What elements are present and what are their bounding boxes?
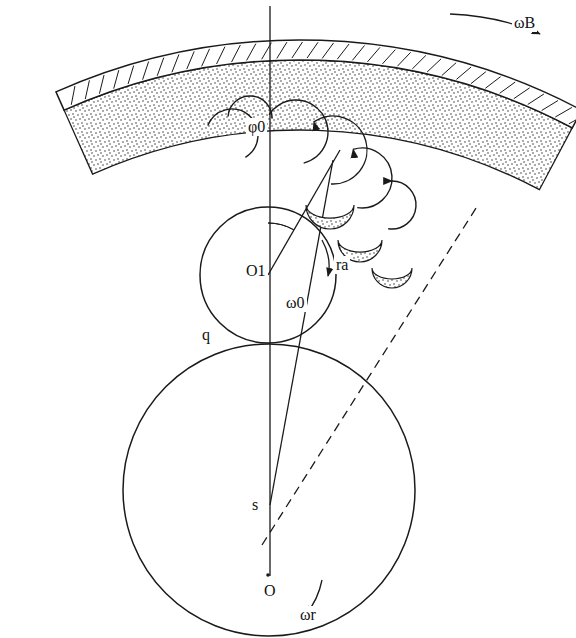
hatch-line bbox=[569, 115, 576, 124]
hatch-line bbox=[217, 47, 225, 64]
sand-crescent bbox=[372, 268, 412, 288]
rotation-arrow bbox=[450, 14, 540, 34]
hatch-line bbox=[99, 75, 104, 94]
hatch-line bbox=[352, 45, 364, 60]
point-label: q bbox=[200, 326, 212, 344]
hatch-line bbox=[85, 80, 89, 99]
dashed-line bbox=[262, 205, 478, 545]
hatch-line bbox=[247, 44, 256, 61]
casing bbox=[56, 40, 576, 190]
speed-label: ωB bbox=[512, 14, 537, 32]
hatch-line bbox=[542, 101, 558, 111]
hatch-line bbox=[442, 63, 456, 76]
hatch-line bbox=[397, 52, 410, 66]
trajectory-loop bbox=[353, 148, 392, 208]
hatch-line bbox=[427, 59, 441, 72]
hatch-line bbox=[187, 51, 194, 69]
speed-label: ω0 bbox=[284, 294, 307, 312]
point-label: s bbox=[250, 496, 260, 514]
hatch-line bbox=[292, 42, 303, 58]
trajectory-loop bbox=[314, 116, 367, 184]
centre-label: O bbox=[262, 582, 278, 600]
speed-label: ωr bbox=[298, 606, 318, 624]
hatch-line bbox=[412, 55, 426, 69]
hatch-line bbox=[500, 82, 516, 93]
hatch-line bbox=[382, 50, 395, 64]
casing-wall bbox=[56, 40, 576, 128]
sand-crescent bbox=[306, 205, 354, 229]
hatch-line bbox=[471, 72, 486, 84]
trajectory-loop bbox=[269, 100, 328, 163]
centre-label: O1 bbox=[244, 262, 268, 280]
trajectory-loop bbox=[388, 181, 416, 229]
angle-arc bbox=[268, 223, 294, 230]
hatch-line bbox=[128, 66, 134, 84]
hatch-line bbox=[555, 107, 572, 117]
hatch-line bbox=[202, 49, 210, 66]
hatch-line bbox=[232, 45, 241, 62]
hatch-line bbox=[367, 47, 380, 62]
hatch-line bbox=[322, 43, 333, 58]
hatch-line bbox=[277, 42, 287, 58]
hatch-line bbox=[172, 54, 179, 72]
main-roll bbox=[123, 344, 415, 636]
hatch-line bbox=[456, 67, 471, 79]
hatch-line bbox=[485, 77, 500, 89]
hatch-line bbox=[337, 44, 349, 59]
hatch-line bbox=[528, 94, 544, 104]
angle-line bbox=[268, 150, 340, 275]
hatch-line bbox=[307, 42, 318, 58]
radius-label: ra bbox=[334, 256, 350, 274]
radius-line bbox=[270, 160, 333, 505]
trajectory-loop bbox=[228, 96, 272, 119]
hatch-line bbox=[114, 70, 119, 89]
axis-line bbox=[269, 6, 270, 576]
hatch-line bbox=[143, 61, 149, 79]
rotation-arrow bbox=[322, 240, 329, 276]
hatch-line bbox=[157, 58, 164, 76]
hatch-line bbox=[514, 88, 530, 99]
hatch-line bbox=[71, 86, 75, 105]
angle-label: φ0 bbox=[246, 118, 267, 136]
centre-point bbox=[266, 573, 270, 577]
